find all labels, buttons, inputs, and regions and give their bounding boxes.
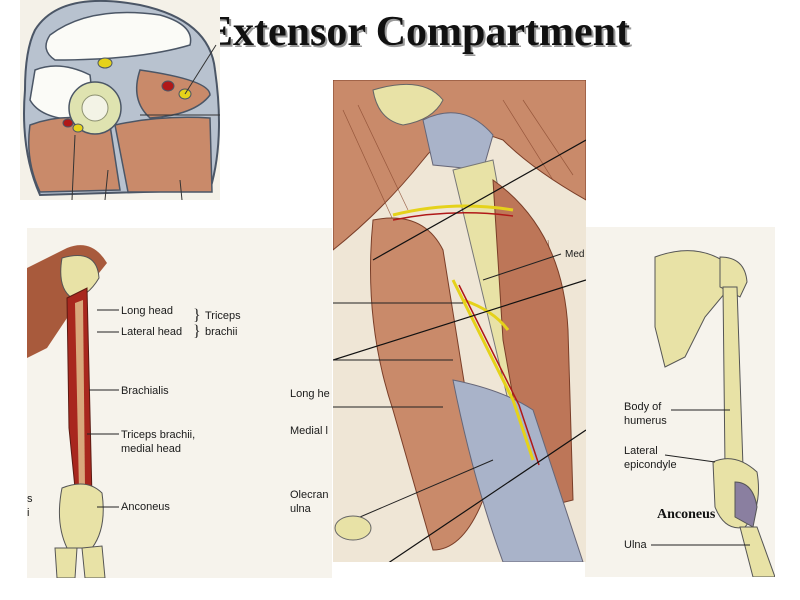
svg-text:}: } (193, 307, 201, 324)
cross-section-diagram (20, 0, 220, 200)
skeleton-diagram: Body of humerus Lateral epicondyle Ulna … (585, 227, 775, 577)
label-medial-l: Medial l (290, 425, 328, 437)
label-triceps-medial-line1: Triceps brachii, (121, 429, 196, 441)
svg-text:}: } (193, 323, 201, 340)
page-title: Extensor Compartment (205, 9, 631, 55)
posterior-arm-diagram: } } Long head Lateral head Triceps brach… (27, 228, 332, 578)
label-anconeus: Anconeus (121, 501, 170, 513)
label-lateral-epicondyle-line2: epicondyle (624, 459, 677, 471)
label-triceps: Triceps (205, 310, 241, 322)
label-ulna-middle: ulna (290, 503, 311, 515)
label-lateral-epicondyle-line1: Lateral (624, 445, 658, 457)
label-ulna-right: Ulna (624, 539, 647, 551)
label-cut-s: s (27, 493, 33, 505)
label-body-of-humerus-line1: Body of (624, 401, 662, 413)
label-lateral-head: Lateral head (121, 326, 183, 338)
label-long-head: Long head (121, 305, 173, 317)
label-olecran: Olecran (290, 489, 329, 501)
dissection-diagram: Med (333, 80, 586, 562)
label-triceps-medial-line2: medial head (121, 443, 181, 455)
label-med: Med (565, 249, 585, 260)
label-brachii: brachii (205, 326, 238, 338)
label-cut-i: i (27, 507, 30, 519)
label-brachialis: Brachialis (121, 385, 169, 397)
middle-label-strip: Long he Medial l Olecran ulna (285, 370, 335, 520)
label-body-of-humerus-line2: humerus (624, 415, 667, 427)
label-anconeus-right: Anconeus (657, 507, 716, 522)
label-long-he: Long he (290, 388, 330, 400)
